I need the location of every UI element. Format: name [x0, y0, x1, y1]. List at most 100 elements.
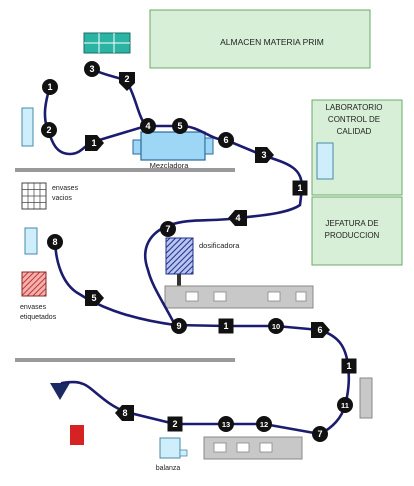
arrow-right-transport-icon [85, 135, 104, 151]
circle-operation-icon [337, 397, 353, 413]
square-inspection-icon [292, 180, 308, 196]
envases-vacios-label-1: envases [52, 185, 79, 192]
flow-marker-label: 10 [272, 322, 280, 331]
funnel-marker [50, 383, 70, 400]
circle-operation-icon [172, 118, 188, 134]
flow-marker-c13a: 13 [218, 416, 234, 432]
arrow-right-transport-icon [255, 147, 274, 163]
flow-marker-c11a: 11 [337, 397, 353, 413]
flow-marker-c12a: 12 [256, 416, 272, 432]
circle-operation-icon [171, 318, 187, 334]
left-table-lower [24, 227, 38, 255]
flow-marker-label: 4 [235, 213, 240, 223]
conveyor-lower [203, 436, 303, 460]
flow-marker-r6a: 6 [311, 322, 330, 338]
flow-marker-label: 6 [223, 135, 228, 145]
flow-marker-c7a: 7 [160, 221, 176, 237]
almacen-room [149, 9, 371, 69]
flow-marker-label: 2 [46, 125, 51, 135]
flow-marker-label: 4 [145, 121, 150, 131]
envases-vacios-label-2: vacios [52, 195, 72, 202]
circle-operation-icon [218, 132, 234, 148]
flow-marker-s1c: 1 [341, 358, 357, 374]
flow-marker-c1a: 1 [42, 79, 58, 95]
flow-marker-label: 5 [177, 121, 182, 131]
wall-lower [15, 358, 235, 362]
right-cabinet [359, 377, 373, 419]
flow-marker-label: 1 [297, 183, 302, 193]
flow-marker-c4a: 4 [140, 118, 156, 134]
mezcladora-label: Mezcladora [150, 161, 190, 170]
flow-marker-s2a: 2 [167, 416, 183, 432]
circle-operation-icon [84, 61, 100, 77]
flow-marker-label: 1 [346, 361, 351, 371]
flow-marker-label: 8 [52, 237, 57, 247]
arrow-down-transport-icon [119, 72, 135, 91]
flow-marker-label: 11 [341, 401, 349, 410]
flow-marker-label: 3 [89, 64, 94, 74]
flow-marker-label: 5 [91, 293, 96, 303]
flow-marker-label: 3 [261, 150, 266, 160]
circle-operation-icon [140, 118, 156, 134]
flow-marker-r5a: 5 [85, 290, 104, 306]
arrow-right-transport-icon [311, 322, 330, 338]
arrow-right-transport-icon [85, 290, 104, 306]
flow-marker-label: 6 [317, 325, 322, 335]
square-inspection-icon [218, 318, 234, 334]
flow-marker-label: 12 [260, 420, 268, 429]
flow-marker-label: 1 [91, 138, 96, 148]
arrow-left-transport-icon [115, 405, 134, 421]
balanza-tray [179, 449, 188, 457]
balanza-label: balanza [156, 465, 181, 472]
wall-upper [15, 168, 235, 172]
flow-marker-label: 7 [317, 429, 322, 439]
mezcladora-outlet [204, 137, 214, 155]
circle-operation-icon [256, 416, 272, 432]
flow-marker-label: 2 [172, 419, 177, 429]
flow-marker-l8a: 8 [115, 405, 134, 421]
dosificadora-nozzle [177, 274, 181, 286]
almacen-label: ALMACEN MATERIA PRIM [220, 37, 324, 47]
flow-marker-label: 9 [176, 321, 181, 331]
conveyor-upper [164, 285, 314, 309]
flow-marker-c2a: 2 [41, 122, 57, 138]
laboratorio-label-2: CONTROL DE [328, 115, 380, 124]
flow-marker-label: 1 [47, 82, 52, 92]
circle-operation-icon [41, 122, 57, 138]
flow-marker-c5a: 5 [172, 118, 188, 134]
arrow-left-transport-icon [228, 210, 247, 226]
circle-operation-icon [42, 79, 58, 95]
lab-bench [316, 142, 334, 180]
flow-marker-label: 13 [222, 420, 230, 429]
flow-marker-c3: 3 [84, 61, 100, 77]
laboratorio-label-3: CALIDAD [337, 127, 372, 136]
flow-marker-s1a: 1 [292, 180, 308, 196]
flow-marker-c6a: 6 [218, 132, 234, 148]
flow-marker-label: 8 [122, 408, 127, 418]
circle-operation-icon [268, 318, 284, 334]
flow-marker-c8a: 8 [47, 234, 63, 250]
circle-operation-icon [312, 426, 328, 442]
flow-marker-t2a: 2 [119, 72, 135, 91]
flow-marker-label: 7 [165, 224, 170, 234]
envases-etiquetados-label-2: etiquetados [20, 314, 57, 321]
dosificadora-box [165, 237, 194, 275]
flow-path [43, 67, 351, 436]
flow-marker-c7b: 7 [312, 426, 328, 442]
square-inspection-icon [341, 358, 357, 374]
laboratorio-label-1: LABORATORIO [325, 103, 382, 112]
jefatura-label-2: PRODUCCION [325, 231, 380, 240]
red-bin [70, 425, 84, 445]
flow-marker-label: 1 [223, 321, 228, 331]
flow-marker-s1b: 1 [218, 318, 234, 334]
flow-marker-label: 2 [124, 74, 129, 84]
left-table-upper [21, 107, 34, 147]
raw-material-racks [83, 32, 131, 54]
envases-etiquetados-box [21, 271, 47, 297]
jefatura-room [311, 196, 403, 266]
flow-marker-c10a: 10 [268, 318, 284, 334]
circle-operation-icon [47, 234, 63, 250]
flow-marker-c9a: 9 [171, 318, 187, 334]
